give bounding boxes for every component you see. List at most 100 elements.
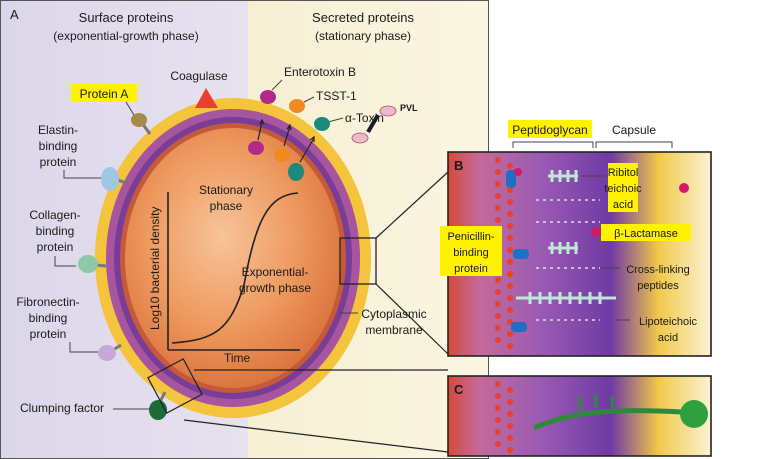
beta-lactamase-label: β-Lactamase: [614, 228, 678, 240]
elastin-label-1: Elastin-: [38, 123, 78, 137]
protein-a-label: Protein A: [80, 87, 129, 101]
enterotoxin-b-icon: [260, 90, 276, 104]
pvl-icon-1: [379, 105, 397, 117]
tsst1-icon: [289, 99, 305, 113]
growth-y-label: Log10 bacterial density: [148, 207, 162, 330]
elastin-leader: [63, 170, 102, 179]
clumping-factor-branches: [578, 394, 614, 410]
alpha-toxin-leader: [327, 117, 344, 123]
bacterial-cell: [95, 98, 371, 418]
zoom-line-b-bottom: [375, 283, 449, 355]
zoom-box-b: [339, 237, 377, 285]
beta-lactamase-icon: [591, 227, 601, 237]
collagen-label-2: binding: [36, 224, 75, 238]
beta-lactamase-highlight: [601, 224, 691, 241]
teichoic-combs: [516, 170, 616, 304]
panel-a-letter: A: [10, 7, 19, 22]
protein-a-leader: [125, 101, 135, 116]
panel-c-phospholipids: [495, 381, 513, 453]
clumping-factor-head-icon: [680, 400, 708, 428]
enterotoxin-surface-icon: [248, 141, 264, 155]
cytoplasmic-label-1: Cytoplasmic: [361, 307, 426, 321]
pvl-icon-2: [351, 132, 369, 144]
coagulase-label: Coagulase: [170, 69, 228, 83]
secreted-toxins: Enterotoxin B TSST-1 α-Toxin PVL: [248, 65, 418, 181]
crosslink-label-1: Cross-linking: [626, 264, 690, 276]
tsst1-label: TSST-1: [316, 89, 357, 103]
tsst1-surface-icon: [274, 148, 290, 162]
elastin-stalk: [117, 178, 127, 185]
zoom-line-c-bottom: [183, 419, 449, 453]
growth-curve-line: [171, 192, 299, 344]
ribitol-label-1: Ribitol: [608, 167, 639, 179]
crosslink-label-2: peptides: [637, 280, 679, 292]
capsule-label: Capsule: [612, 123, 656, 137]
panel-c-letter: C: [454, 382, 464, 397]
secretion-arrow-2: [283, 123, 292, 147]
secretion-arrow-3: [299, 135, 315, 163]
enterotoxin-leader: [271, 79, 283, 91]
pbp-label-1: Penicillin-: [447, 231, 494, 243]
capsule-bracket: [595, 141, 673, 148]
collagen-label-3: protein: [37, 240, 74, 254]
stationary-label: Stationary: [199, 183, 253, 197]
ribitol-highlight: [608, 163, 638, 212]
surface-title: Surface proteins: [79, 10, 174, 25]
panel-c: C: [447, 375, 712, 457]
peptidoglycan-label: Peptidoglycan: [512, 123, 587, 137]
tsst1-leader: [303, 96, 315, 103]
pvl-label: PVL: [400, 103, 418, 113]
clumping-factor-stalk: [532, 408, 683, 431]
zoom-box-c: [147, 358, 203, 414]
fibronectin-leader: [69, 342, 98, 353]
secreted-enzyme-icon: [679, 183, 689, 193]
panel-b-letter: B: [454, 158, 463, 173]
growth-curve: Log10 bacterial density Time Stationary …: [148, 183, 311, 365]
secreted-title: Secreted proteins: [312, 10, 414, 25]
pbp-highlight: [440, 226, 502, 276]
clumping-label: Clumping factor: [20, 401, 104, 415]
collagen-leader: [54, 256, 76, 267]
growth-x-label: Time: [224, 351, 251, 365]
protein-a-highlight: [71, 84, 137, 102]
fibronectin-label-3: protein: [30, 327, 67, 341]
pbp-icon-2: [513, 249, 529, 259]
exponential-label: Exponential-: [242, 265, 309, 279]
lipoteichoic-label-1: Lipoteichoic: [639, 316, 698, 328]
alpha-toxin-icon: [314, 117, 330, 131]
stationary-label-2: phase: [210, 199, 243, 213]
pvl-linker: [366, 113, 380, 134]
pbp-label-2: binding: [453, 247, 488, 259]
alpha-toxin-surface-icon: [288, 163, 304, 181]
protein-a-icon: [131, 113, 147, 127]
collagen-label-1: Collagen-: [29, 208, 80, 222]
clumping-factor-icon: [149, 400, 167, 420]
fibronectin-label-2: binding: [29, 311, 68, 325]
lipoteichoic-label-2: acid: [658, 332, 678, 344]
coagulase-icon: [195, 88, 218, 108]
ribitol-label-3: acid: [613, 199, 633, 211]
membrane-enzyme-icon: [514, 168, 522, 176]
panel-c-frame: [447, 375, 712, 457]
clumping-stalk: [158, 391, 167, 403]
elastin-label-2: binding: [39, 139, 78, 153]
collagen-binding-icon: [78, 255, 98, 273]
peptidoglycan-highlight: [508, 120, 592, 138]
fibronectin-label-1: Fibronectin-: [16, 295, 79, 309]
cytoplasmic-label-2: membrane: [365, 323, 423, 337]
elastin-label-3: protein: [40, 155, 77, 169]
enterotoxin-b-label: Enterotoxin B: [284, 65, 356, 79]
elastin-binding-icon: [101, 167, 119, 191]
zoom-line-b-top: [375, 171, 449, 239]
secreted-subtitle: (stationary phase): [315, 29, 411, 43]
pbp-icon-1: [506, 170, 516, 188]
pbp-label-3: protein: [454, 263, 488, 275]
cytoplasm: [125, 128, 341, 388]
peptidoglycan-bracket: [512, 141, 594, 148]
exponential-label-2: growth phase: [239, 281, 311, 295]
pbp-icon-3: [511, 322, 527, 332]
ribitol-label-2: teichoic: [604, 183, 642, 195]
surface-subtitle: (exponential-growth phase): [53, 29, 198, 43]
